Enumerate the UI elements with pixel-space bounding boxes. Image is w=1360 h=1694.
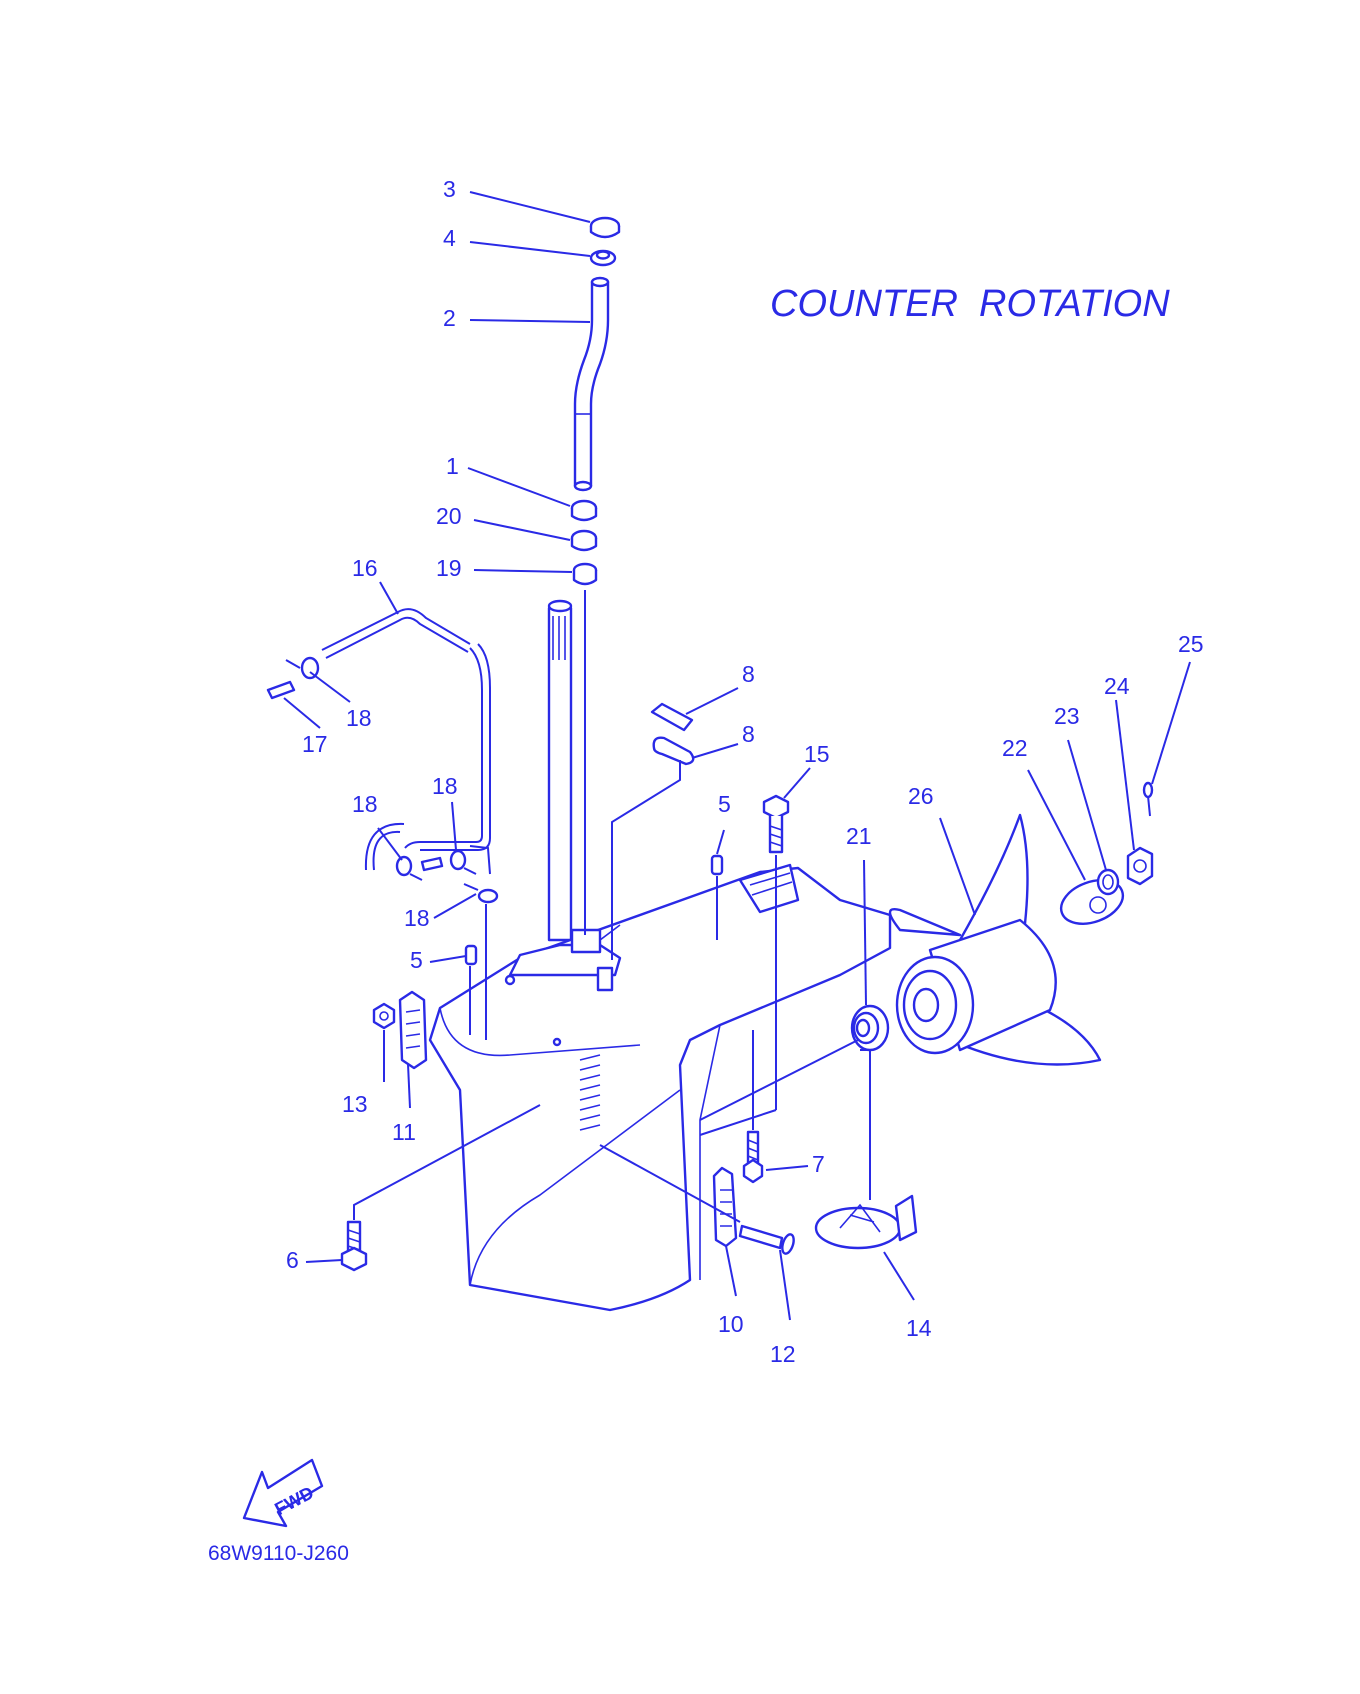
part-1-grommet — [570, 499, 598, 522]
part-3-grommet — [589, 216, 621, 239]
part-9-key — [650, 702, 694, 732]
part-12-screw — [738, 1224, 795, 1255]
drive-shaft — [547, 599, 573, 942]
water-inlet-grill — [579, 1054, 601, 1131]
connector-tube — [420, 845, 491, 875]
callout-15: 15 — [804, 741, 830, 767]
callout-1: 1 — [446, 453, 459, 479]
callout-21: 21 — [846, 823, 872, 849]
assembly-lines — [353, 590, 871, 1223]
callout-22: 22 — [1002, 735, 1028, 761]
callout-18-b: 18 — [352, 791, 378, 817]
part-25-cotter-pin — [1142, 781, 1154, 817]
part-6-bolt — [340, 1220, 368, 1272]
part-14-trim-tab — [814, 1194, 918, 1250]
part-5-dowel-lower — [464, 944, 478, 966]
part-23-washer — [1096, 868, 1120, 896]
part-16-hose — [321, 608, 491, 871]
callout-13: 13 — [342, 1091, 368, 1117]
callout-6: 6 — [286, 1247, 299, 1273]
part-17-fitting — [266, 680, 296, 700]
callout-10: 10 — [718, 1311, 744, 1337]
callout-20: 20 — [436, 503, 462, 529]
part-18-clamp-d — [463, 883, 499, 904]
callout-4: 4 — [443, 225, 456, 251]
part-2-water-tube — [573, 276, 610, 492]
part-15-bolt — [762, 794, 790, 854]
drawing-code: 68W9110-J260 — [208, 1542, 349, 1565]
callout-5-upper: 5 — [718, 791, 731, 817]
callout-25: 25 — [1178, 631, 1204, 657]
part-7-bolt — [742, 1130, 764, 1184]
callout-5-lower: 5 — [410, 947, 423, 973]
callout-numbers: 3 4 2 1 20 19 16 18 17 18 18 18 5 8 8 15… — [286, 176, 1204, 1367]
part-18-clamp-a — [285, 656, 320, 680]
leader-lines — [283, 191, 1191, 1321]
part-4-seal — [589, 249, 617, 267]
part-21-spacer — [850, 1004, 890, 1052]
callout-17: 17 — [302, 731, 328, 757]
part-18-clamp-b — [395, 855, 423, 881]
part-5-dowel-upper — [710, 854, 724, 876]
part-26-propeller — [888, 813, 1102, 1066]
part-19-bushing — [572, 562, 598, 586]
callout-3: 3 — [443, 176, 456, 202]
callout-11: 11 — [392, 1119, 416, 1145]
callout-19: 19 — [436, 555, 462, 581]
callout-18-a: 18 — [346, 705, 372, 731]
callout-16: 16 — [352, 555, 378, 581]
part-20-washer — [570, 529, 598, 552]
part-18-clamp-c — [449, 849, 477, 875]
callout-23: 23 — [1054, 703, 1080, 729]
shaft-collar — [570, 928, 614, 992]
part-10-anode — [712, 1166, 738, 1248]
part-24-nut — [1126, 846, 1154, 886]
callout-2: 2 — [443, 305, 456, 331]
fwd-arrow-icon: FWD — [242, 1458, 324, 1528]
callout-18-c: 18 — [432, 773, 458, 799]
callout-8: 8 — [742, 721, 755, 747]
callout-7: 7 — [812, 1151, 825, 1177]
callout-26: 26 — [908, 783, 934, 809]
part-8-seal — [652, 736, 695, 766]
callout-14: 14 — [906, 1315, 932, 1341]
callout-12: 12 — [770, 1341, 796, 1367]
callout-24: 24 — [1104, 673, 1130, 699]
part-11-anode — [398, 990, 428, 1070]
lower-casing — [428, 863, 892, 1312]
diagram-title: COUNTER ROTATION — [770, 283, 1170, 325]
callout-18-d: 18 — [404, 905, 430, 931]
part-13-nut — [372, 1002, 396, 1030]
callout-9: 8 — [742, 661, 755, 687]
